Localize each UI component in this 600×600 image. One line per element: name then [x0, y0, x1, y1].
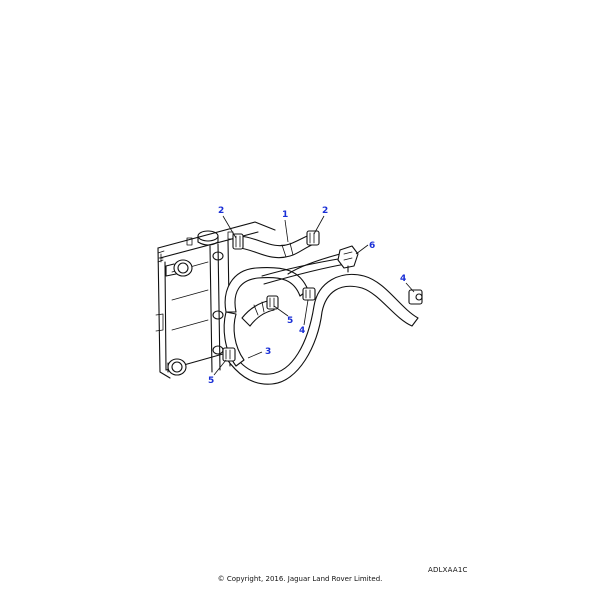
callout-5-middle: 5	[287, 316, 293, 326]
bottom-hose	[226, 274, 418, 384]
figure-reference-code: ADLXAA1C	[428, 566, 468, 574]
callout-4-right: 4	[400, 274, 406, 284]
callout-3: 3	[265, 347, 271, 357]
hose-clamp-upper-right	[307, 231, 319, 245]
callout-2-right: 2	[322, 206, 328, 216]
hose-clamp-upper-left	[233, 234, 243, 249]
hose-clamp-far-right	[409, 290, 422, 304]
callout-4-middle: 4	[299, 326, 305, 336]
hose-clamp-lower	[223, 348, 235, 361]
callout-1: 1	[282, 210, 288, 220]
top-hose	[240, 234, 314, 258]
bleed-screw-clip	[338, 246, 358, 272]
callout-2-left: 2	[218, 206, 224, 216]
hose-clamp-mid-right	[303, 288, 315, 300]
callout-5-lower: 5	[208, 376, 214, 386]
copyright-notice: © Copyright, 2016. Jaguar Land Rover Lim…	[0, 575, 600, 583]
hose-clamp-middle	[267, 296, 278, 309]
callout-6: 6	[369, 241, 375, 251]
